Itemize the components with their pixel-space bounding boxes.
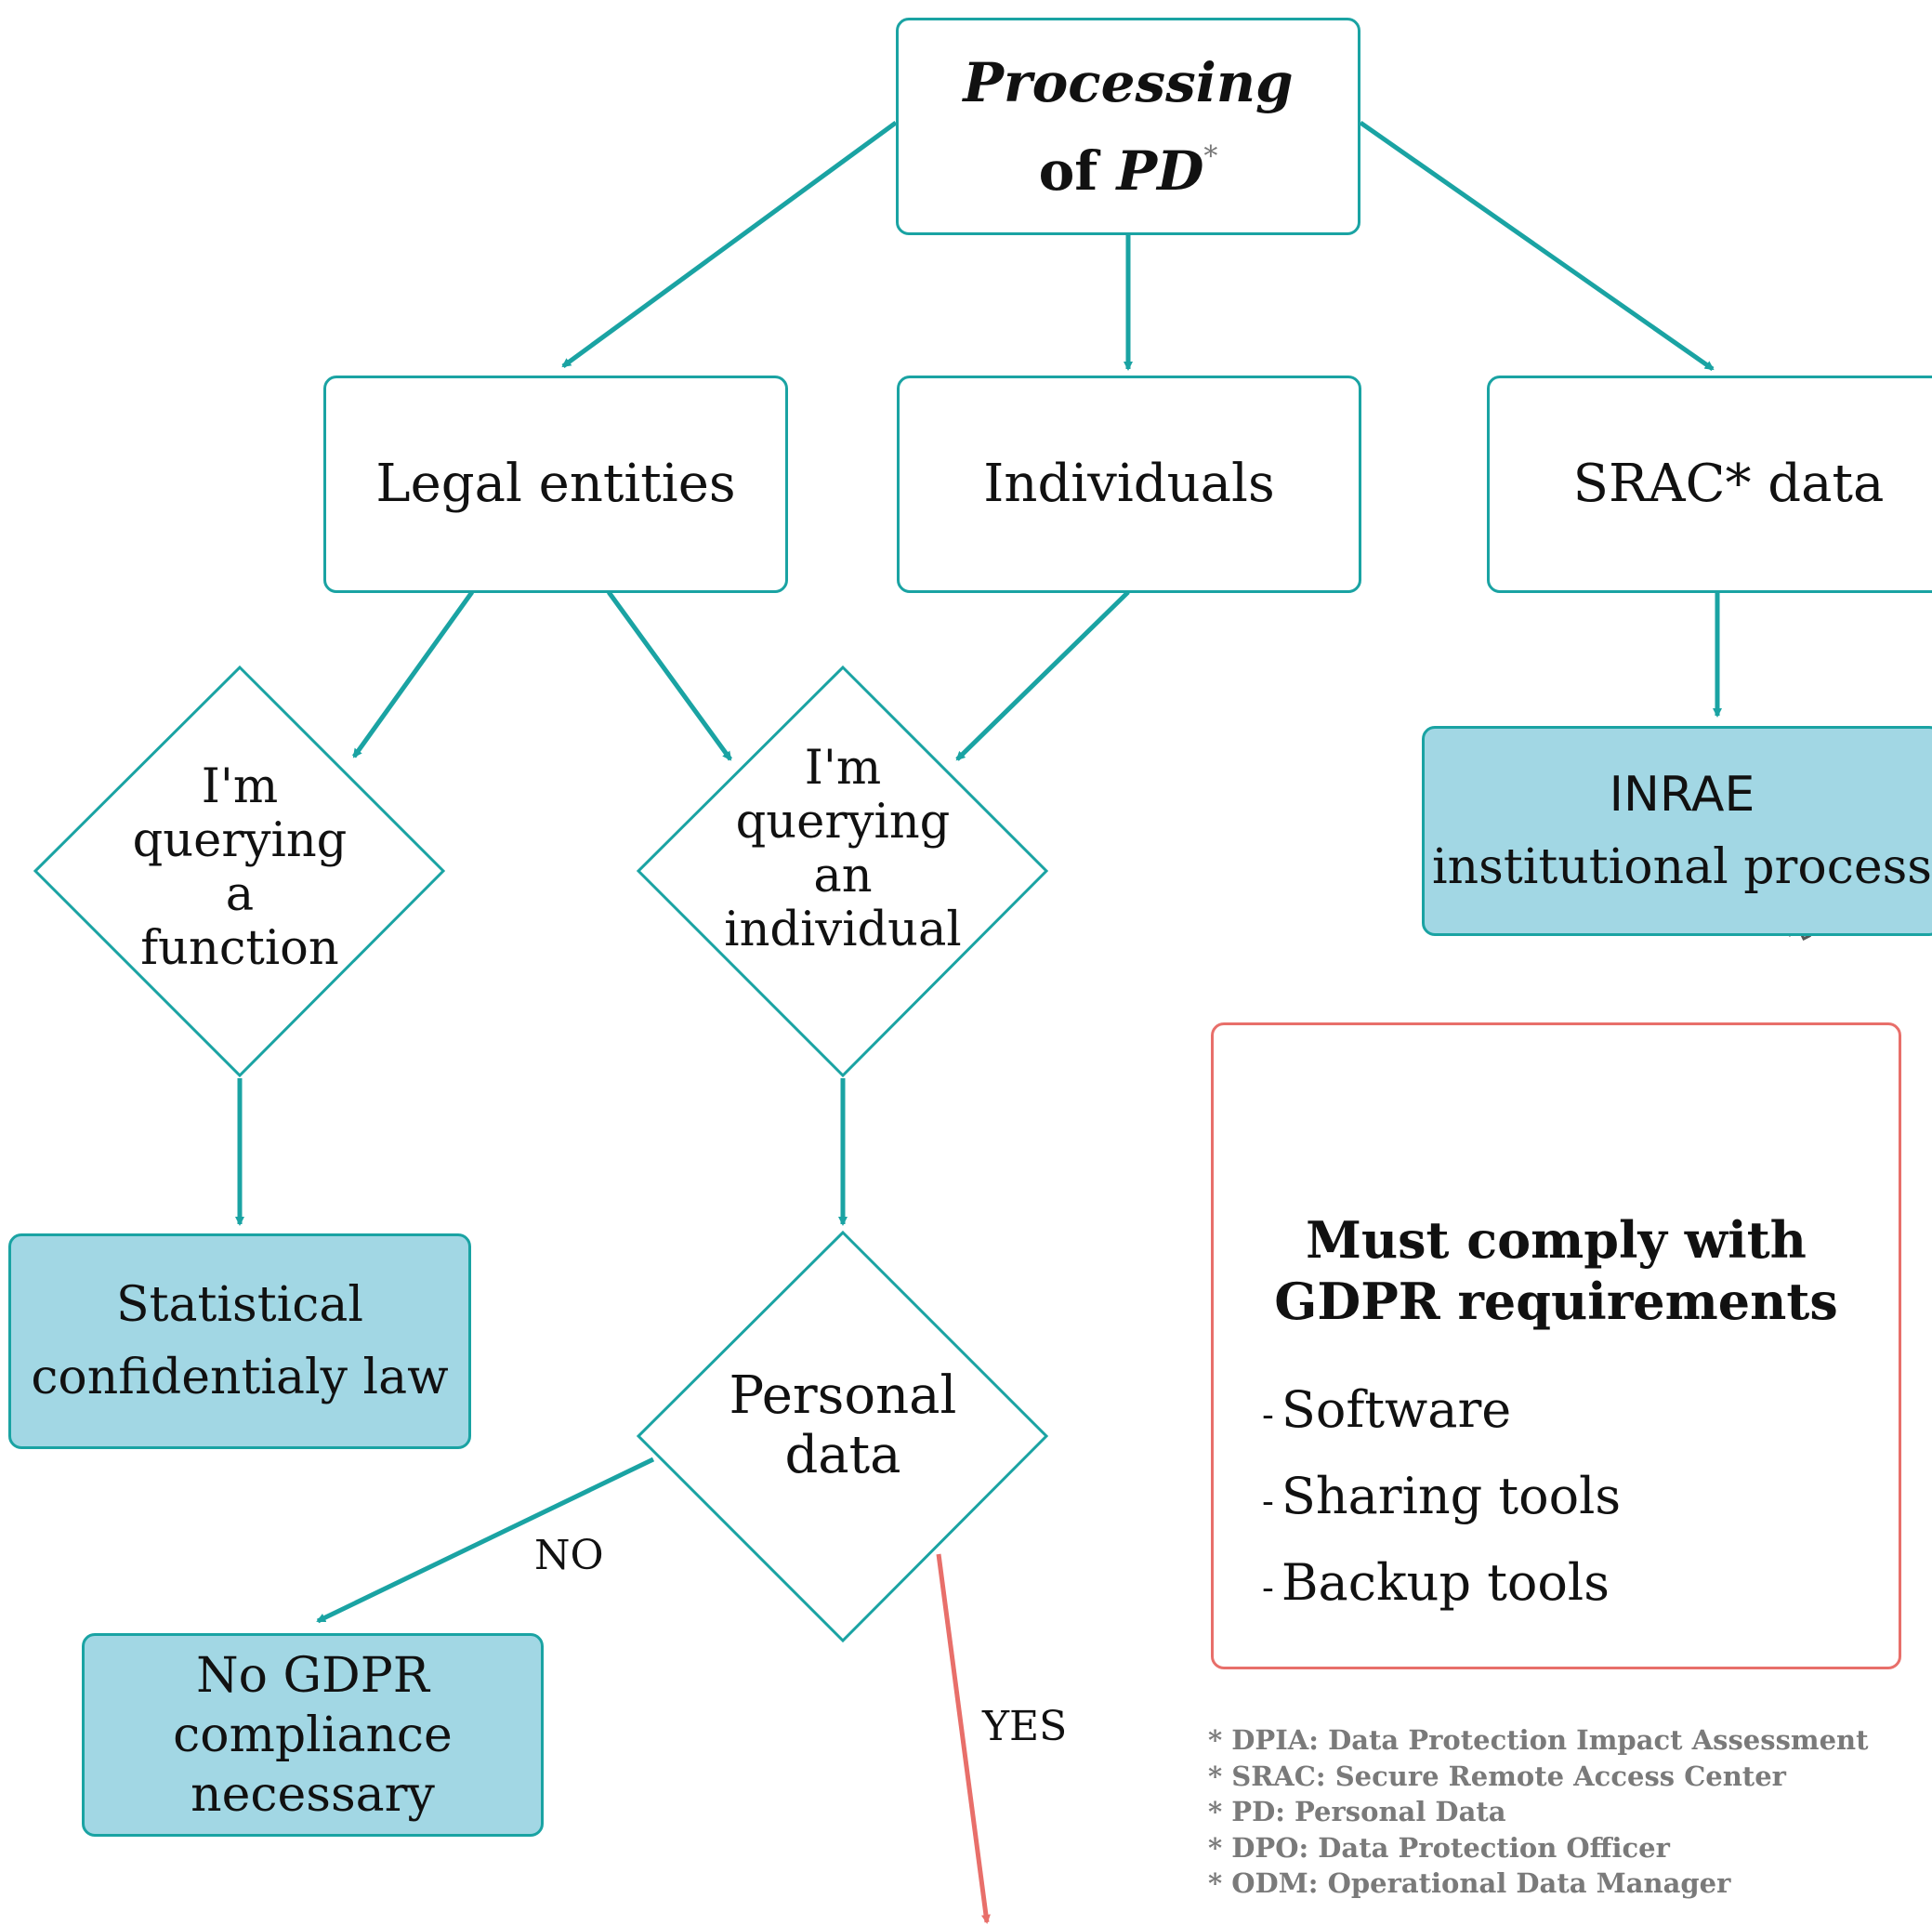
decision-line: querying [132, 813, 348, 868]
list-item-text: Backup tools [1281, 1553, 1610, 1612]
decision-personal-data-text: Personal data [703, 1366, 982, 1485]
root-title-pd: PD [1116, 138, 1204, 203]
gdpr-requirements-title: Must comply with GDPR requirements [1214, 1209, 1899, 1332]
root-processing-pd: Processing of PD* [896, 18, 1360, 235]
footnote: * PD: Personal Data [1208, 1794, 1869, 1830]
footnote-text: Secure Remote Access Center [1325, 1760, 1786, 1792]
decision-query-individual [636, 665, 1049, 1078]
list-item-text: Sharing tools [1281, 1467, 1622, 1525]
gdpr-requirements-box: Must comply with GDPR requirements -Soft… [1211, 1022, 1901, 1669]
footnote-abbr: * ODM: [1208, 1867, 1319, 1899]
decision-query-individual-text: I'm querying an individual [703, 742, 982, 957]
list-dash: - [1262, 1394, 1274, 1435]
footnote: * DPO: Data Protection Officer [1208, 1830, 1869, 1866]
footnote-text: Data Protection Officer [1308, 1831, 1670, 1864]
footnote-abbr: * DPIA: [1208, 1724, 1319, 1756]
inrae-process-box: INRAE institutional process [1422, 726, 1932, 936]
srac-data-box: SRAC* data [1487, 376, 1932, 593]
root-title-processing: Processing [963, 50, 1294, 114]
decision-query-function [33, 665, 446, 1078]
inrae-line: institutional process [1432, 839, 1932, 895]
footnote: * DPIA: Data Protection Impact Assessmen… [1208, 1722, 1869, 1759]
footnote: * ODM: Operational Data Manager [1208, 1866, 1869, 1902]
no-gdpr-box: No GDPR compliance necessary [82, 1633, 544, 1837]
decision-line: I'm [804, 741, 882, 796]
decision-line: Personal [729, 1365, 957, 1426]
footnote: * SRAC: Secure Remote Access Center [1208, 1759, 1869, 1795]
edge-root-srac [1359, 120, 1715, 372]
list-item: -Software [1262, 1369, 1621, 1456]
decision-line: function [140, 921, 339, 976]
edge-personal-yes [936, 1553, 991, 1924]
legal-entities-label: Legal entities [375, 454, 736, 514]
no-gdpr-line: No GDPR [196, 1647, 429, 1704]
edge-legal-function [351, 590, 475, 758]
edge-root-legal [561, 120, 898, 369]
footnote-abbr: * SRAC: [1208, 1760, 1326, 1792]
statistical-line: Statistical [115, 1277, 364, 1333]
edge-individuals-individual [955, 590, 1130, 761]
footnote-text: Personal Data [1284, 1796, 1506, 1827]
no-gdpr-line: compliance [173, 1707, 453, 1763]
decision-line: an [813, 849, 873, 903]
list-item: -Sharing tools [1262, 1456, 1621, 1542]
root-title-of: of [1038, 138, 1098, 203]
footnotes: * DPIA: Data Protection Impact Assessmen… [1208, 1722, 1869, 1902]
decision-line: data [784, 1425, 901, 1485]
statistical-law-box: Statistical confidentialy law [8, 1233, 471, 1449]
footnote-abbr: * PD: [1208, 1796, 1285, 1827]
edge-personal-nogdpr [316, 1457, 655, 1624]
list-dash: - [1262, 1481, 1274, 1522]
individuals-box: Individuals [897, 376, 1361, 593]
decision-line: querying [735, 795, 951, 850]
inrae-line: INRAE [1609, 767, 1755, 823]
statistical-line: confidentialy law [31, 1350, 449, 1405]
warning-title-line: GDPR requirements [1274, 1272, 1838, 1331]
edge-label-no: NO [534, 1532, 604, 1579]
list-item-text: Software [1281, 1380, 1512, 1439]
decision-line: I'm [201, 759, 279, 814]
footnote-text: Data Protection Impact Assessment [1319, 1724, 1869, 1756]
legal-entities-box: Legal entities [323, 376, 788, 593]
list-dash: - [1262, 1567, 1274, 1608]
root-title-star: * [1203, 139, 1218, 173]
decision-query-function-text: I'm querying a function [100, 760, 379, 976]
warning-title-line: Must comply with [1306, 1210, 1807, 1270]
decision-line: a [225, 867, 255, 922]
footnote-abbr: * DPO: [1208, 1831, 1309, 1864]
srac-data-label: SRAC* data [1572, 454, 1885, 514]
footnote-text: Operational Data Manager [1318, 1867, 1731, 1899]
gdpr-requirements-list: -Software -Sharing tools -Backup tools [1262, 1369, 1621, 1628]
list-item: -Backup tools [1262, 1542, 1621, 1628]
edge-label-yes: YES [982, 1703, 1068, 1750]
decision-line: individual [724, 903, 962, 957]
individuals-label: Individuals [983, 454, 1275, 514]
decision-personal-data [636, 1230, 1049, 1643]
edge-legal-individual [606, 590, 733, 761]
no-gdpr-line: necessary [191, 1766, 435, 1823]
